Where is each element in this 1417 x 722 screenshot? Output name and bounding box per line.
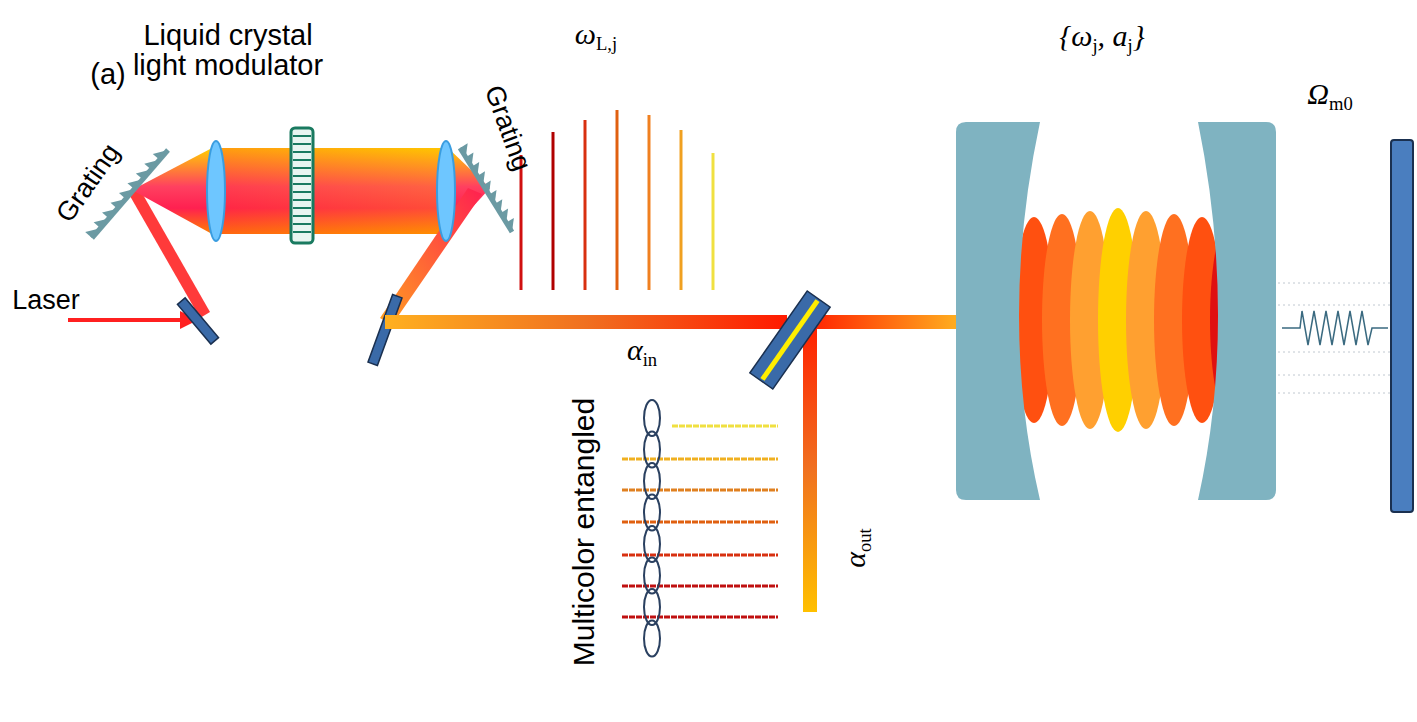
grating-tooth [111, 199, 126, 209]
pixel-line [293, 167, 311, 169]
grating-tooth [144, 160, 159, 170]
component-label: Grating [480, 82, 537, 175]
pixel-line [293, 151, 311, 153]
pixel-line [293, 215, 311, 217]
grating-tooth [136, 170, 151, 180]
grating-tooth [466, 153, 474, 167]
mode-label: {ωj, aj} [1059, 20, 1145, 52]
comb-line [680, 130, 683, 290]
mode-line [672, 425, 778, 428]
grating-tooth [460, 143, 468, 157]
grating-tooth [477, 171, 485, 185]
grating-tooth [119, 189, 134, 199]
component-label: Liquid crystal light modulator [118, 20, 338, 81]
grating-tooth [495, 199, 503, 213]
pixel-line [293, 135, 311, 137]
pixel-line [293, 175, 311, 177]
source-label: Laser [12, 286, 80, 314]
field-label: αin [627, 334, 657, 366]
comb-line [552, 132, 555, 290]
panel-label: (a) [90, 59, 125, 89]
comb-line [616, 110, 619, 290]
comb-line [584, 120, 587, 290]
grating-tooth [127, 179, 142, 189]
frequency-label: Ωm0 [1307, 78, 1352, 110]
grating-tooth [483, 181, 491, 195]
grating-tooth [489, 190, 497, 204]
pixel-line [293, 199, 311, 201]
pixel-line [293, 159, 311, 161]
grating-tooth [506, 218, 514, 232]
grating-tooth [102, 209, 117, 219]
comb-line [712, 153, 715, 290]
output-label: Multicolor entangled [568, 398, 600, 667]
comb-line [520, 155, 523, 290]
field-label: αout [839, 528, 871, 568]
grating-tooth [94, 218, 109, 228]
grating-tooth [500, 209, 508, 223]
modulator-pixels [293, 136, 311, 232]
comb-line [648, 115, 651, 290]
pixel-line [293, 223, 311, 225]
chain-link [644, 621, 660, 657]
pixel-line [293, 143, 311, 145]
grating-tooth [153, 150, 168, 160]
pixel-line [293, 207, 311, 209]
grating-tooth [472, 162, 480, 176]
pixel-line [293, 183, 311, 185]
pixel-line [293, 231, 311, 233]
frequency-label: ωL,j [575, 18, 617, 50]
grating-tooth [85, 228, 100, 238]
pixel-line [293, 191, 311, 193]
